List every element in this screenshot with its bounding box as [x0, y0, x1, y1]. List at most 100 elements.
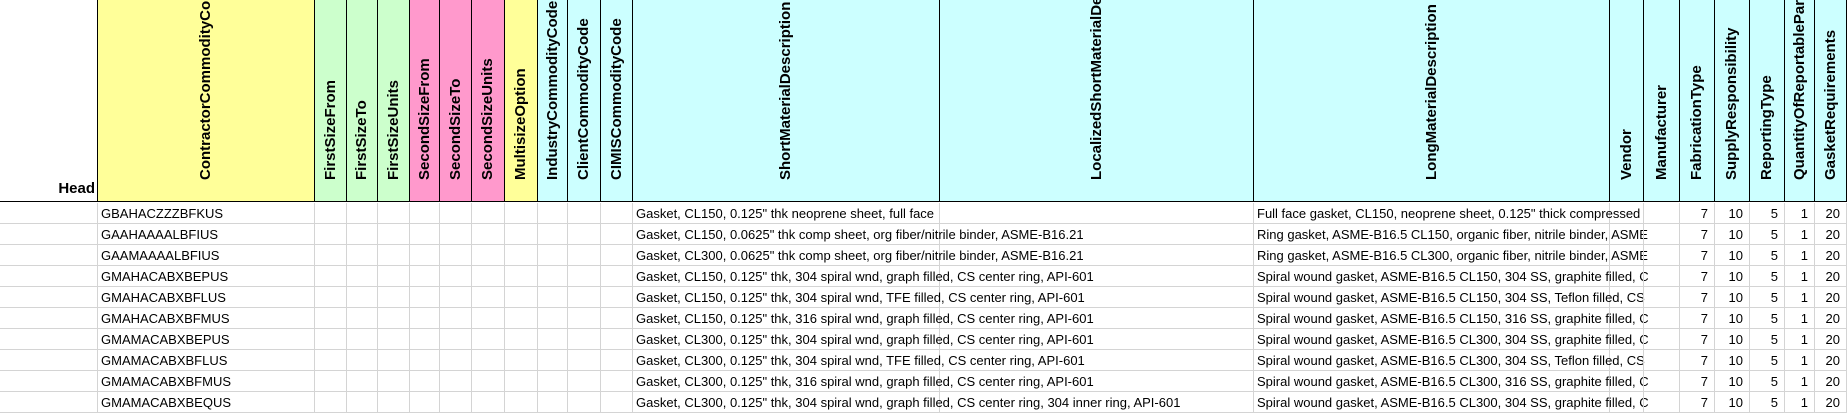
column-header-fsf[interactable]: FirstSizeFrom	[315, 0, 347, 202]
cell-sst[interactable]	[440, 371, 472, 392]
column-header-long[interactable]: LongMaterialDescription	[1254, 0, 1610, 202]
cell-gasket[interactable]: 20	[1815, 392, 1847, 413]
cell-client[interactable]	[568, 245, 601, 266]
cell-head[interactable]	[0, 287, 98, 308]
cell-ssf[interactable]	[410, 224, 440, 245]
cell-head[interactable]	[0, 350, 98, 371]
cell-gasket[interactable]: 20	[1815, 224, 1847, 245]
cell-cimis[interactable]	[601, 245, 633, 266]
column-header-localized[interactable]: LocalizedShortMaterialDe	[940, 0, 1254, 202]
cell-client[interactable]	[568, 203, 601, 224]
cell-cimis[interactable]	[601, 329, 633, 350]
cell-ssu[interactable]	[472, 308, 505, 329]
cell-vendor[interactable]	[1610, 308, 1644, 329]
cell-long[interactable]: Full face gasket, CL150, neoprene sheet,…	[1254, 203, 1640, 224]
cell-qty[interactable]: 1	[1785, 266, 1815, 287]
column-header-ssu[interactable]: SecondSizeUnits	[472, 0, 505, 202]
cell-fabtype[interactable]: 7	[1680, 392, 1715, 413]
cell-fsf[interactable]	[315, 224, 347, 245]
cell-sst[interactable]	[440, 266, 472, 287]
cell-qty[interactable]: 1	[1785, 371, 1815, 392]
cell-supply[interactable]: 10	[1715, 287, 1750, 308]
cell-gasket[interactable]: 20	[1815, 329, 1847, 350]
cell-head[interactable]	[0, 203, 98, 224]
cell-gasket[interactable]: 20	[1815, 245, 1847, 266]
cell-manufacturer[interactable]	[1644, 329, 1680, 350]
cell-industry[interactable]	[538, 308, 568, 329]
cell-fsf[interactable]	[315, 308, 347, 329]
cell-fabtype[interactable]: 7	[1680, 203, 1715, 224]
cell-contractor[interactable]: GBAHACZZZBFKUS	[98, 203, 315, 224]
cell-short[interactable]: Gasket, CL300, 0.125" thk, 304 spiral wn…	[633, 392, 1180, 413]
cell-client[interactable]	[568, 287, 601, 308]
cell-manufacturer[interactable]	[1644, 245, 1680, 266]
cell-fst[interactable]	[347, 329, 378, 350]
cell-contractor[interactable]: GMAHACABXBEPUS	[98, 266, 315, 287]
cell-gasket[interactable]: 20	[1815, 287, 1847, 308]
column-header-fabtype[interactable]: FabricationType	[1680, 0, 1715, 202]
cell-reptype[interactable]: 5	[1750, 203, 1785, 224]
cell-manufacturer[interactable]	[1644, 308, 1680, 329]
column-header-sst[interactable]: SecondSizeTo	[440, 0, 472, 202]
cell-ssu[interactable]	[472, 287, 505, 308]
cell-localized[interactable]	[940, 245, 1254, 266]
cell-fst[interactable]	[347, 203, 378, 224]
cell-gasket[interactable]: 20	[1815, 371, 1847, 392]
cell-fabtype[interactable]: 7	[1680, 350, 1715, 371]
cell-supply[interactable]: 10	[1715, 245, 1750, 266]
cell-vendor[interactable]	[1610, 266, 1644, 287]
cell-long[interactable]: Ring gasket, ASME-B16.5 CL300, organic f…	[1254, 245, 1648, 266]
cell-head[interactable]	[0, 266, 98, 287]
cell-fsu[interactable]	[378, 287, 410, 308]
cell-vendor[interactable]	[1610, 350, 1644, 371]
cell-sst[interactable]	[440, 203, 472, 224]
cell-supply[interactable]: 10	[1715, 350, 1750, 371]
cell-contractor[interactable]: GMAHACABXBFLUS	[98, 287, 315, 308]
cell-manufacturer[interactable]	[1644, 371, 1680, 392]
cell-ssf[interactable]	[410, 245, 440, 266]
cell-ssf[interactable]	[410, 203, 440, 224]
cell-fsu[interactable]	[378, 308, 410, 329]
cell-sst[interactable]	[440, 329, 472, 350]
cell-cimis[interactable]	[601, 287, 633, 308]
cell-fst[interactable]	[347, 371, 378, 392]
cell-industry[interactable]	[538, 329, 568, 350]
cell-gasket[interactable]: 20	[1815, 203, 1847, 224]
cell-head[interactable]	[0, 392, 98, 413]
cell-localized[interactable]	[940, 350, 1254, 371]
cell-gasket[interactable]: 20	[1815, 350, 1847, 371]
cell-fsf[interactable]	[315, 329, 347, 350]
cell-fsu[interactable]	[378, 350, 410, 371]
column-header-reptype[interactable]: ReportingType	[1750, 0, 1785, 202]
cell-ssf[interactable]	[410, 266, 440, 287]
cell-fsu[interactable]	[378, 392, 410, 413]
cell-fst[interactable]	[347, 224, 378, 245]
cell-cimis[interactable]	[601, 371, 633, 392]
cell-ssu[interactable]	[472, 245, 505, 266]
column-header-client[interactable]: ClientCommodityCode	[568, 0, 601, 202]
cell-fst[interactable]	[347, 245, 378, 266]
cell-fsu[interactable]	[378, 203, 410, 224]
cell-reptype[interactable]: 5	[1750, 224, 1785, 245]
cell-reptype[interactable]: 5	[1750, 329, 1785, 350]
cell-short[interactable]: Gasket, CL150, 0.0625" thk comp sheet, o…	[633, 224, 1084, 245]
cell-fabtype[interactable]: 7	[1680, 329, 1715, 350]
cell-long[interactable]: Spiral wound gasket, ASME-B16.5 CL150, 3…	[1254, 308, 1649, 329]
cell-ssf[interactable]	[410, 350, 440, 371]
cell-long[interactable]: Spiral wound gasket, ASME-B16.5 CL300, 3…	[1254, 371, 1649, 392]
cell-sst[interactable]	[440, 245, 472, 266]
cell-cimis[interactable]	[601, 392, 633, 413]
cell-fabtype[interactable]: 7	[1680, 266, 1715, 287]
cell-multi[interactable]	[505, 266, 538, 287]
cell-reptype[interactable]: 5	[1750, 308, 1785, 329]
column-header-contractor[interactable]: ContractorCommodityCo	[98, 0, 315, 202]
cell-industry[interactable]	[538, 287, 568, 308]
column-header-qty[interactable]: QuantityOfReportablePar	[1785, 0, 1815, 202]
cell-localized[interactable]	[940, 329, 1254, 350]
cell-multi[interactable]	[505, 392, 538, 413]
cell-vendor[interactable]	[1610, 203, 1644, 224]
cell-fsf[interactable]	[315, 245, 347, 266]
column-header-head[interactable]: Head	[0, 0, 98, 202]
cell-reptype[interactable]: 5	[1750, 245, 1785, 266]
cell-multi[interactable]	[505, 203, 538, 224]
